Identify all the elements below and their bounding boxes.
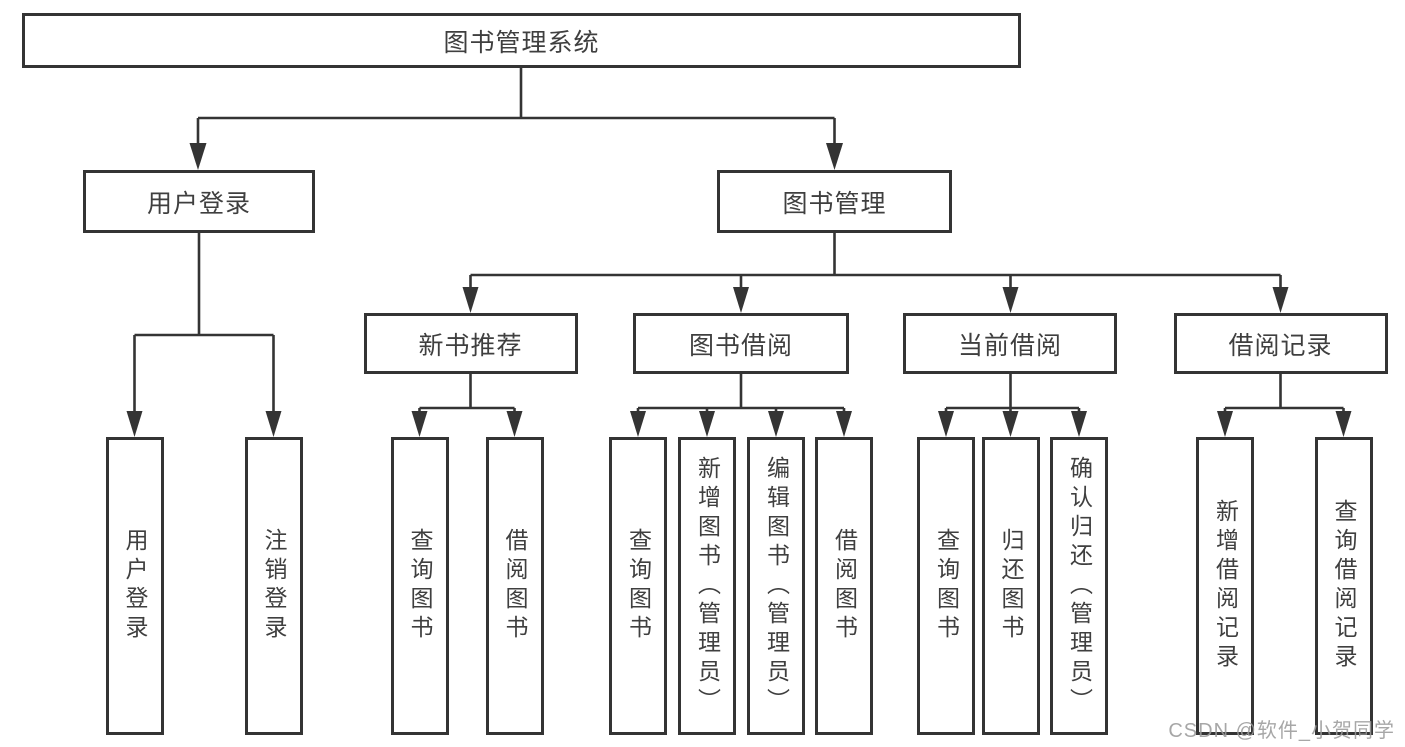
- leaf-current-confirm-return: 确认归还（管理员）: [1050, 437, 1108, 735]
- leaf-records-query-record: 查询借阅记录: [1314, 437, 1373, 735]
- leaf-newbook-borrow-book: 借阅图书: [485, 437, 544, 735]
- leaf-borrowing-borrow-book: 借阅图书: [815, 437, 873, 735]
- leaf-user-login: 用户登录: [105, 437, 164, 735]
- node-root: 图书管理系统: [22, 13, 1021, 68]
- node-book-mgmt: 图书管理: [717, 170, 952, 233]
- leaf-records-add-record: 新增借阅记录: [1196, 437, 1254, 735]
- leaf-current-query-book: 查询图书: [917, 437, 975, 735]
- csdn-watermark: CSDN @软件_小贺同学: [1168, 720, 1395, 742]
- leaf-logout: 注销登录: [244, 437, 303, 735]
- arrowheads: [126, 143, 1352, 437]
- leaf-borrowing-query-book: 查询图书: [609, 437, 667, 735]
- leaf-current-return-book: 归还图书: [981, 437, 1040, 735]
- leaf-borrowing-add-book: 新增图书（管理员）: [678, 437, 736, 735]
- node-new-book-rec: 新书推荐: [363, 313, 578, 374]
- leaf-borrowing-edit-book: 编辑图书（管理员）: [747, 437, 805, 735]
- node-user-login: 用户登录: [83, 170, 315, 233]
- node-current-borrow: 当前借阅: [903, 313, 1117, 374]
- leaf-newbook-query-book: 查询图书: [390, 437, 449, 735]
- node-borrow-records: 借阅记录: [1173, 313, 1388, 374]
- node-book-borrow: 图书借阅: [633, 313, 849, 374]
